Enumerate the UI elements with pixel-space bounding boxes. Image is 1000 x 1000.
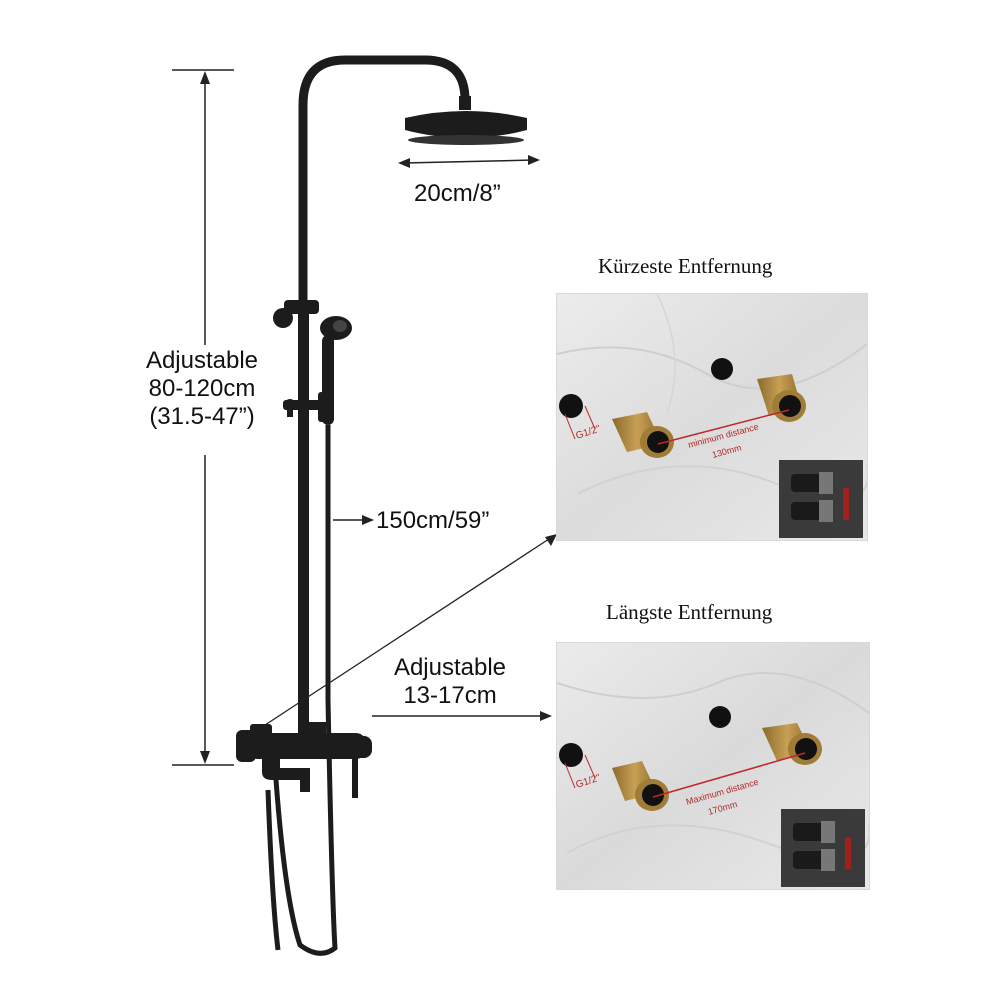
panel-title-shortest: Kürzeste Entfernung (598, 254, 773, 278)
overhead-arm (298, 55, 470, 305)
panel-title-longest: Längste Entfernung (606, 600, 773, 624)
height-label-line3: (31.5-47”) (149, 403, 255, 430)
brass-connector-right (757, 374, 806, 422)
hose-length-label: 150cm/59” (376, 507, 490, 534)
rain-head-neck (459, 96, 471, 110)
brass-connector-left (612, 761, 669, 811)
spacing-label-line2: 13-17cm (403, 682, 497, 709)
rain-shower-head (405, 111, 527, 138)
inset-thumbnail (779, 460, 863, 538)
wall-outlet-hole (711, 358, 733, 380)
brass-connector-left (612, 412, 674, 458)
photo-longest-distance: G1/2" Maximum distance 170mm (556, 642, 870, 890)
spacing-label-line1: Adjustable (393, 654, 507, 681)
hand-shower (322, 335, 334, 425)
inset-thumbnail (781, 809, 865, 887)
tub-spout (262, 759, 310, 792)
mixer-body (248, 733, 366, 759)
shower-system-illustration (172, 55, 557, 956)
head-diameter-label: 20cm/8” (414, 180, 501, 207)
height-label-line1: Adjustable (145, 347, 259, 374)
photo-shortest-distance: G1/2" minimum distance 130mm (556, 293, 868, 541)
main-riser-pipe (298, 300, 309, 740)
bracket-knob (273, 308, 293, 328)
height-label-line2: 80-120cm (148, 375, 256, 402)
mixer-handle (350, 736, 372, 758)
wall-outlet-hole (709, 706, 731, 728)
height-range-label: Adjustable 80-120cm (31.5-47”) (112, 347, 292, 431)
spacing-range-label: Adjustable 13-17cm (370, 654, 530, 710)
